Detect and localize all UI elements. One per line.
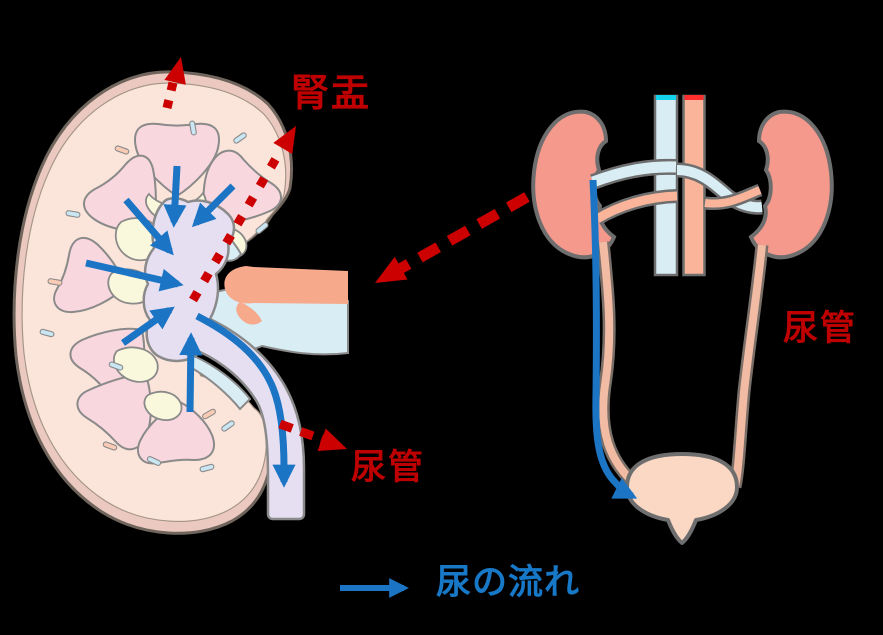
flow-arrow — [85, 259, 184, 292]
label-renal-pelvis: 腎盂 — [291, 71, 372, 115]
flow-arrow — [179, 332, 203, 413]
speckle — [255, 222, 269, 234]
renal-pyramid — [202, 149, 282, 225]
aorta — [682, 94, 706, 277]
dotted-arrowhead — [164, 57, 186, 85]
label-urine-flow-legend: 尿の流れ — [436, 563, 581, 603]
renal-pyramid — [53, 236, 127, 314]
speckle — [233, 132, 247, 144]
bladder — [625, 452, 739, 545]
speckle — [108, 361, 124, 371]
speckle — [202, 408, 216, 420]
left-renal-artery — [594, 191, 678, 223]
speckle — [114, 145, 130, 155]
dotted-arrow-top — [162, 72, 180, 110]
speckle — [102, 441, 118, 451]
label-ureter-left: 尿管 — [351, 448, 426, 488]
renal-vessels — [590, 158, 763, 226]
speckle — [146, 456, 162, 466]
left-ureter — [599, 241, 644, 493]
renal-artery-section — [224, 266, 348, 325]
right-ureter — [731, 244, 766, 488]
speckle — [221, 420, 235, 432]
urine-flow-arrows — [85, 165, 296, 488]
left-renal-vein — [591, 161, 677, 188]
speckle — [199, 463, 215, 473]
dashed-arrowhead — [317, 428, 347, 452]
flow-arrow — [123, 197, 174, 256]
right-renal-artery — [704, 186, 762, 208]
speckle — [189, 120, 197, 136]
speckle — [47, 278, 63, 286]
flow-curve-ureter — [195, 312, 296, 488]
ureters — [596, 241, 769, 495]
renal-artery-branch — [236, 302, 262, 325]
dotted-arrow-renal-pelvis — [189, 147, 285, 303]
flow-arrow — [191, 183, 236, 228]
speckle — [65, 210, 81, 218]
kidney-cross-section — [12, 57, 349, 535]
red-pointer-arrows — [162, 57, 347, 452]
dashed-arrow-ureter-label — [278, 419, 326, 445]
right-kidney — [748, 109, 834, 260]
flow-arrow — [120, 306, 175, 346]
speckle — [39, 328, 55, 338]
dashed-pointer-line — [395, 192, 530, 275]
calyx — [143, 390, 183, 421]
dashed-pointer-head — [375, 256, 408, 283]
urinary-system-overview — [375, 94, 834, 545]
dotted-arrowhead — [273, 126, 296, 154]
flow-arrow — [163, 165, 187, 228]
urine-flow-line — [589, 179, 638, 500]
renal-artery — [224, 266, 348, 304]
magnify-pointer — [375, 192, 530, 283]
label-ureter-right: 尿管 — [783, 309, 858, 349]
inferior-vena-cava — [653, 94, 679, 277]
renal-pyramid — [137, 401, 215, 465]
cortex-speckles — [39, 120, 269, 473]
renal-pyramids — [53, 122, 282, 465]
